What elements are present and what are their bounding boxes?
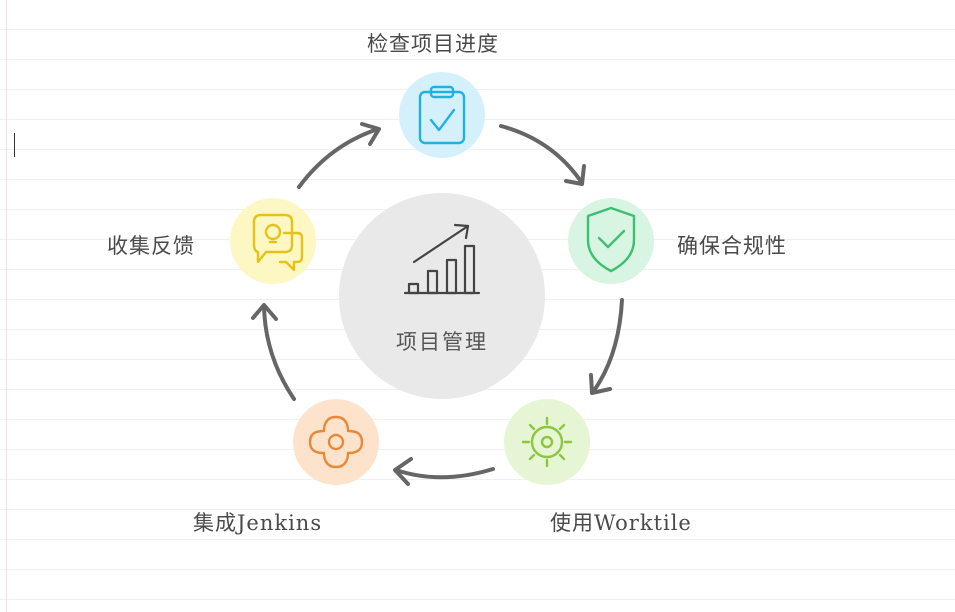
arrow-feedback-to-progress [297,127,380,189]
arrow-jenkins-to-feedback [262,304,296,401]
center-circle [339,193,545,399]
label-ensure-compliance: 确保合规性 [677,234,787,258]
arrow-compliance-to-worktile [591,298,624,394]
node-circle-check-progress [399,72,485,158]
label-use-worktile: 使用Worktile [550,511,692,535]
chat-bubbles-bulb-icon [252,213,304,272]
label-check-progress: 检查项目进度 [367,32,499,56]
node-circle-use-worktile [504,399,590,485]
cycle-arrows [251,122,624,486]
node-circle-integrate-jenkins [293,399,379,485]
notebook-margin-line [6,0,7,612]
arrow-progress-to-compliance [499,124,584,185]
center-label: 项目管理 [396,330,488,354]
bar-chart-trend-icon [403,223,481,295]
node-circle-ensure-compliance [568,198,654,284]
arrow-worktile-to-jenkins [394,467,495,480]
label-integrate-jenkins: 集成Jenkins [193,511,323,535]
shield-check-icon [586,206,636,273]
label-collect-feedback: 收集反馈 [107,234,195,258]
sun-gear-icon [521,416,573,468]
clipboard-check-icon [418,85,466,145]
text-cursor [14,133,15,157]
flower-icon [308,415,364,469]
